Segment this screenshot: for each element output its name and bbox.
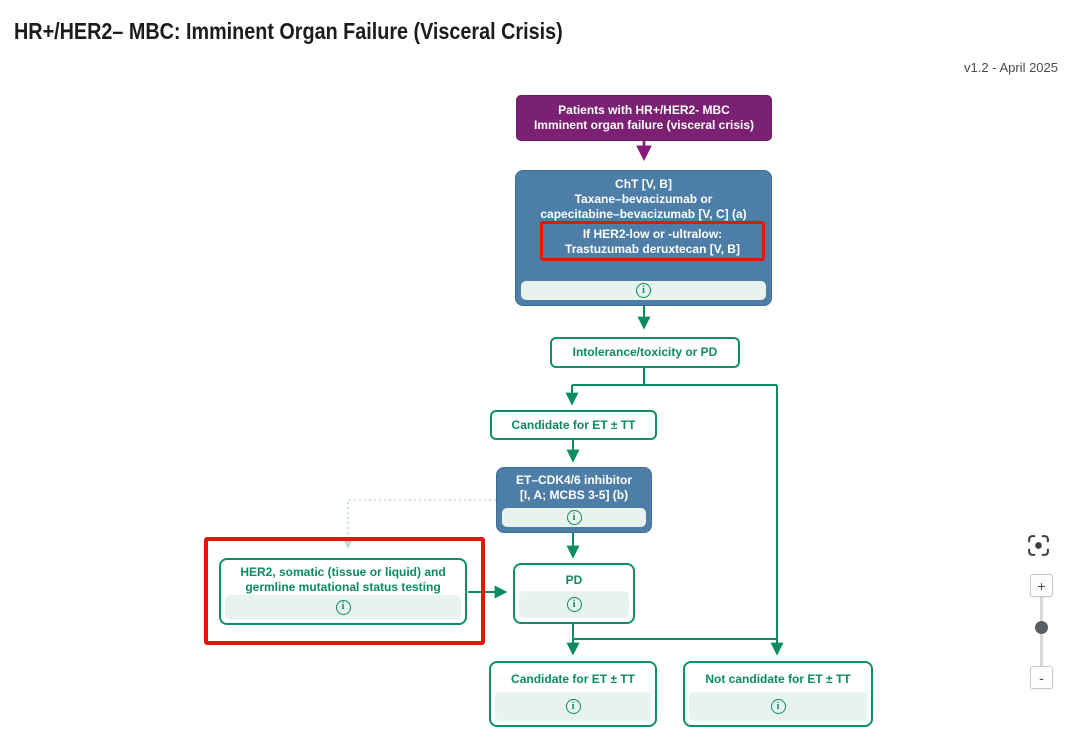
fit-to-screen-icon[interactable] xyxy=(1026,533,1051,558)
node-pd: PD i xyxy=(513,563,635,624)
node-cht-line1: ChT [V, B] xyxy=(615,177,672,191)
info-button-cht[interactable]: i xyxy=(521,281,766,300)
node-et-cdk46: ET–CDK4/6 inhibitor [I, A; MCBS 3-5] (b)… xyxy=(496,467,652,533)
info-icon: i xyxy=(566,510,582,525)
node-cht-line2: Taxane–bevacizumab or xyxy=(574,192,713,206)
node-patients: Patients with HR+/HER2- MBC Imminent org… xyxy=(516,95,772,141)
node-her2-testing: HER2, somatic (tissue or liquid) and ger… xyxy=(219,558,467,625)
zoom-slider-thumb[interactable] xyxy=(1035,621,1048,634)
node-et-cdk46-line2: [I, A; MCBS 3-5] (b) xyxy=(519,488,629,502)
info-icon: i xyxy=(335,599,351,615)
node-et-cdk46-line1: ET–CDK4/6 inhibitor xyxy=(515,473,632,487)
node-cht-line3: capecitabine–bevacizumab [V, C] (a) xyxy=(540,207,747,221)
node-her2-testing-line1: HER2, somatic (tissue or liquid) and xyxy=(240,565,446,579)
info-button-pd[interactable]: i xyxy=(519,591,629,618)
info-button-candidate-bottom[interactable]: i xyxy=(495,692,651,721)
node-her2-testing-line2: germline mutational status testing xyxy=(245,580,441,594)
info-icon: i xyxy=(770,699,786,714)
node-cht: ChT [V, B] Taxane–bevacizumab or capecit… xyxy=(515,170,772,306)
info-icon: i xyxy=(636,283,651,298)
zoom-out-button[interactable]: - xyxy=(1030,666,1053,689)
info-icon: i xyxy=(565,699,581,714)
zoom-in-button[interactable]: + xyxy=(1030,574,1053,597)
node-not-candidate: Not candidate for ET ± TT i xyxy=(683,661,873,727)
node-intolerance-label: Intolerance/toxicity or PD xyxy=(572,345,718,359)
node-candidate-mid-label: Candidate for ET ± TT xyxy=(511,417,636,432)
node-candidate-bottom-label: Candidate for ET ± TT xyxy=(511,672,635,686)
connector-intolerance-branch xyxy=(572,368,777,386)
dotted-etcdk-to-her2 xyxy=(343,499,496,549)
version-label: v1.2 - April 2025 xyxy=(964,60,1058,75)
node-patients-line2: Imminent organ failure (visceral crisis) xyxy=(533,118,755,132)
info-button-her2-testing[interactable]: i xyxy=(225,595,461,619)
info-button-not-candidate[interactable]: i xyxy=(689,692,867,721)
info-button-et-cdk46[interactable]: i xyxy=(502,508,646,527)
node-not-candidate-label: Not candidate for ET ± TT xyxy=(705,672,851,686)
page-title: HR+/HER2– MBC: Imminent Organ Failure (V… xyxy=(14,18,563,44)
node-patients-line1: Patients with HR+/HER2- MBC xyxy=(558,103,730,117)
node-candidate-bottom: Candidate for ET ± TT i xyxy=(489,661,657,727)
node-candidate-mid: Candidate for ET ± TT xyxy=(490,410,657,440)
node-intolerance: Intolerance/toxicity or PD xyxy=(550,337,740,368)
node-pd-label: PD xyxy=(565,573,583,587)
info-icon: i xyxy=(566,597,582,612)
